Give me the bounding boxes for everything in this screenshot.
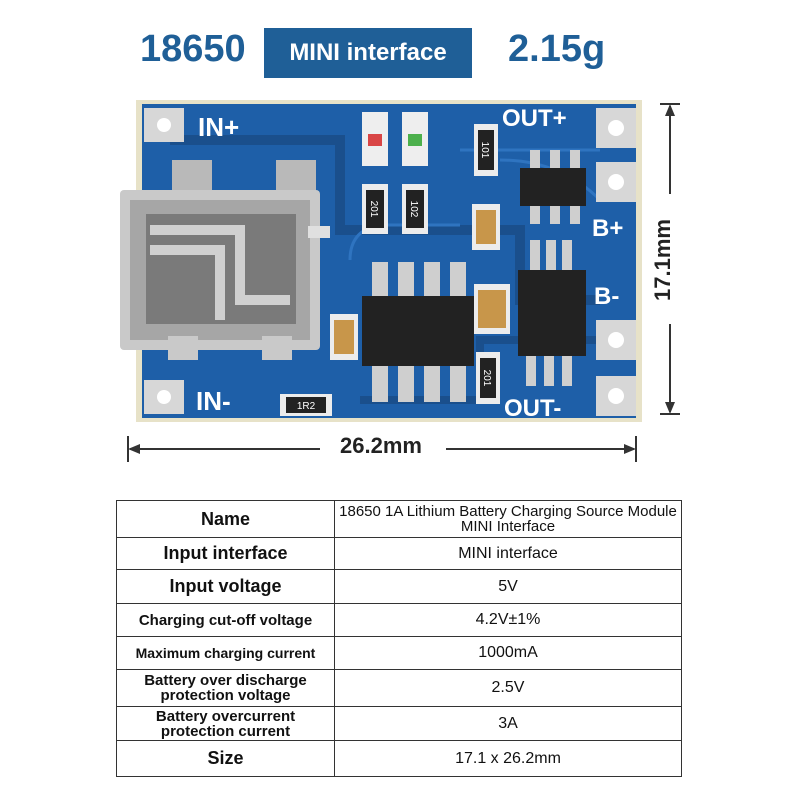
svg-text:101: 101 <box>479 142 490 159</box>
spec-label: Size <box>116 740 335 777</box>
table-row: Charging cut-off voltage 4.2V±1% <box>116 603 682 637</box>
resistor-r3: 101 <box>474 124 498 176</box>
height-dimension-label: 17.1mm <box>650 219 675 301</box>
protection-ic <box>518 240 586 386</box>
table-row: Battery over discharge protection voltag… <box>116 669 682 707</box>
width-dimension-label: 26.2mm <box>330 433 432 459</box>
label-out-minus: OUT- <box>504 395 561 422</box>
pad-in-plus <box>144 108 184 142</box>
table-row: Maximum charging current 1000mA <box>116 636 682 670</box>
pad-out-minus <box>596 376 636 416</box>
mini-usb-connector <box>120 160 330 360</box>
table-row: Name 18650 1A Lithium Battery Charging S… <box>116 500 682 538</box>
table-row: Input interface MINI interface <box>116 537 682 570</box>
label-b-plus: B+ <box>592 215 623 242</box>
spec-value: MINI interface <box>334 537 682 570</box>
spec-value: 17.1 x 26.2mm <box>334 740 682 777</box>
interface-badge: MINI interface <box>264 28 472 78</box>
spec-value: 4.2V±1% <box>334 603 682 637</box>
resistor-r4: 201 <box>476 352 500 404</box>
spec-label: Battery over discharge protection voltag… <box>116 669 335 707</box>
label-in-plus: IN+ <box>198 112 239 142</box>
spec-label: Charging cut-off voltage <box>116 603 335 637</box>
resistor-r2: 102 <box>402 184 428 234</box>
led-green <box>402 112 428 166</box>
board-illustration: IN+ IN- OUT+ OUT- B+ B- 201 102 1 <box>120 100 680 462</box>
svg-text:201: 201 <box>368 201 379 218</box>
spec-value: 3A <box>334 706 682 741</box>
model-title: 18650 <box>140 28 246 70</box>
height-dimension-line <box>660 103 680 415</box>
capacitor-c1 <box>472 204 500 250</box>
capacitor-c2 <box>330 314 358 360</box>
pad-b-minus <box>596 320 636 360</box>
spec-value: 5V <box>334 569 682 604</box>
spec-value: 18650 1A Lithium Battery Charging Source… <box>334 500 682 538</box>
capacitor-c3 <box>474 284 510 334</box>
pcb-image: IN+ IN- OUT+ OUT- B+ B- 201 102 1 <box>120 100 680 462</box>
svg-text:1R2: 1R2 <box>297 401 316 412</box>
spec-value: 1000mA <box>334 636 682 670</box>
resistor-r1: 201 <box>362 184 388 234</box>
pad-b-plus <box>596 162 636 202</box>
pad-out-plus <box>596 108 636 148</box>
charger-ic <box>362 262 474 402</box>
spec-label: Maximum charging current <box>116 636 335 670</box>
width-dimension-line <box>127 436 637 462</box>
spec-label: Input interface <box>116 537 335 570</box>
table-row: Input voltage 5V <box>116 569 682 604</box>
weight-label: 2.15g <box>508 28 606 70</box>
led-red <box>362 112 388 166</box>
label-in-minus: IN- <box>196 386 231 416</box>
svg-text:201: 201 <box>481 370 492 387</box>
spec-value: 2.5V <box>334 669 682 707</box>
pad-in-minus <box>144 380 184 414</box>
svg-text:102: 102 <box>408 201 419 218</box>
mosfet-ic <box>520 150 586 224</box>
spec-label: Input voltage <box>116 569 335 604</box>
label-b-minus: B- <box>594 283 619 310</box>
table-row: Size 17.1 x 26.2mm <box>116 740 682 777</box>
spec-label: Name <box>116 500 335 538</box>
spec-label: Battery overcurrent protection current <box>116 706 335 741</box>
resistor-r5: 1R2 <box>280 394 332 416</box>
table-row: Battery overcurrent protection current 3… <box>116 706 682 741</box>
label-out-plus: OUT+ <box>502 105 567 132</box>
spec-table: Name 18650 1A Lithium Battery Charging S… <box>116 500 682 777</box>
